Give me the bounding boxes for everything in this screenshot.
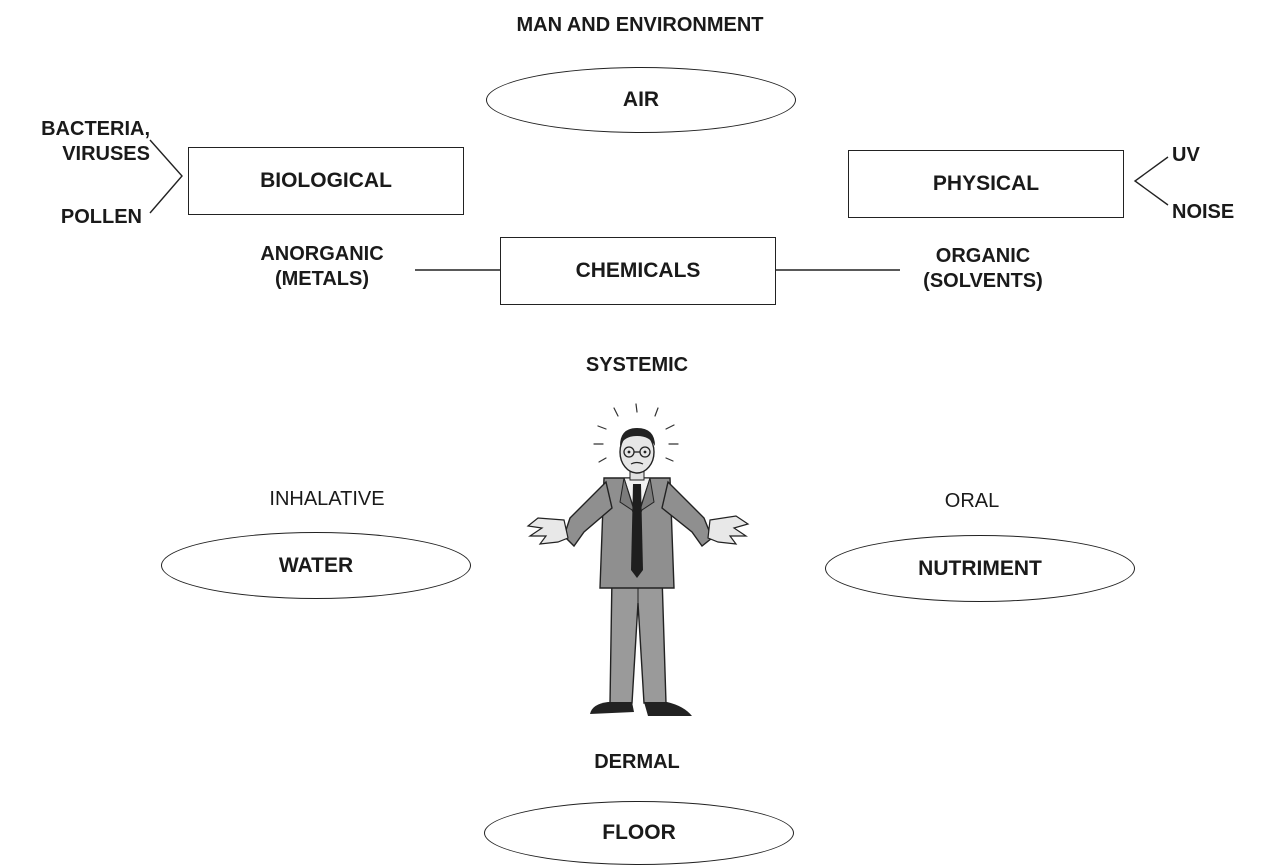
dermal-label: DERMAL: [594, 751, 680, 773]
metals-text: (METALS): [274, 268, 370, 290]
organic-text: ORGANIC: [935, 245, 1031, 267]
nutriment-oval: NUTRIMENT: [825, 535, 1135, 602]
floor-oval: FLOOR: [484, 801, 794, 865]
tie: [631, 484, 643, 578]
chemicals-label: CHEMICALS: [575, 259, 701, 282]
bacteria-text: BACTERIA,: [41, 118, 150, 140]
physical-bracket: [1133, 156, 1169, 206]
diagram-title: MAN AND ENVIRONMENT: [516, 14, 764, 36]
organic-label: ORGANIC (SOLVENTS): [893, 244, 1073, 294]
air-label: AIR: [622, 88, 660, 111]
stress-lines-icon: [593, 403, 679, 463]
right-shoe: [644, 702, 692, 716]
nutriment-label: NUTRIMENT: [918, 556, 1042, 580]
uv-label: UV: [1172, 144, 1200, 166]
left-arm: [563, 480, 613, 548]
left-hand: [526, 517, 569, 545]
inhalative-label: INHALATIVE: [269, 488, 385, 510]
noise-label: NOISE: [1172, 201, 1235, 223]
left-shoe: [590, 702, 634, 714]
systemic-label: SYSTEMIC: [585, 354, 689, 376]
biological-bracket: [149, 139, 183, 214]
oral-label: ORAL: [944, 490, 1000, 512]
glasses-icon: [623, 446, 651, 458]
anorganic-label: ANORGANIC (METALS): [232, 242, 412, 292]
physical-box: PHYSICAL: [848, 150, 1124, 218]
anorganic-text: ANORGANIC: [260, 243, 384, 265]
viruses-text: VIRUSES: [62, 143, 150, 165]
physical-label: PHYSICAL: [932, 172, 1040, 195]
man-figure: [526, 403, 750, 716]
right-hand: [707, 515, 750, 545]
hair: [620, 428, 655, 446]
right-arm: [661, 480, 713, 548]
water-label: WATER: [278, 553, 354, 577]
pollen-label: POLLEN: [60, 206, 142, 228]
biological-box: BIOLOGICAL: [188, 147, 464, 215]
bacteria-viruses-label: BACTERIA, VIRUSES: [0, 117, 150, 167]
air-oval: AIR: [486, 67, 796, 133]
solvents-text: (SOLVENTS): [923, 270, 1043, 292]
water-oval: WATER: [161, 532, 471, 599]
biological-label: BIOLOGICAL: [260, 169, 392, 192]
chemicals-box: CHEMICALS: [500, 237, 776, 305]
floor-label: FLOOR: [602, 821, 676, 844]
